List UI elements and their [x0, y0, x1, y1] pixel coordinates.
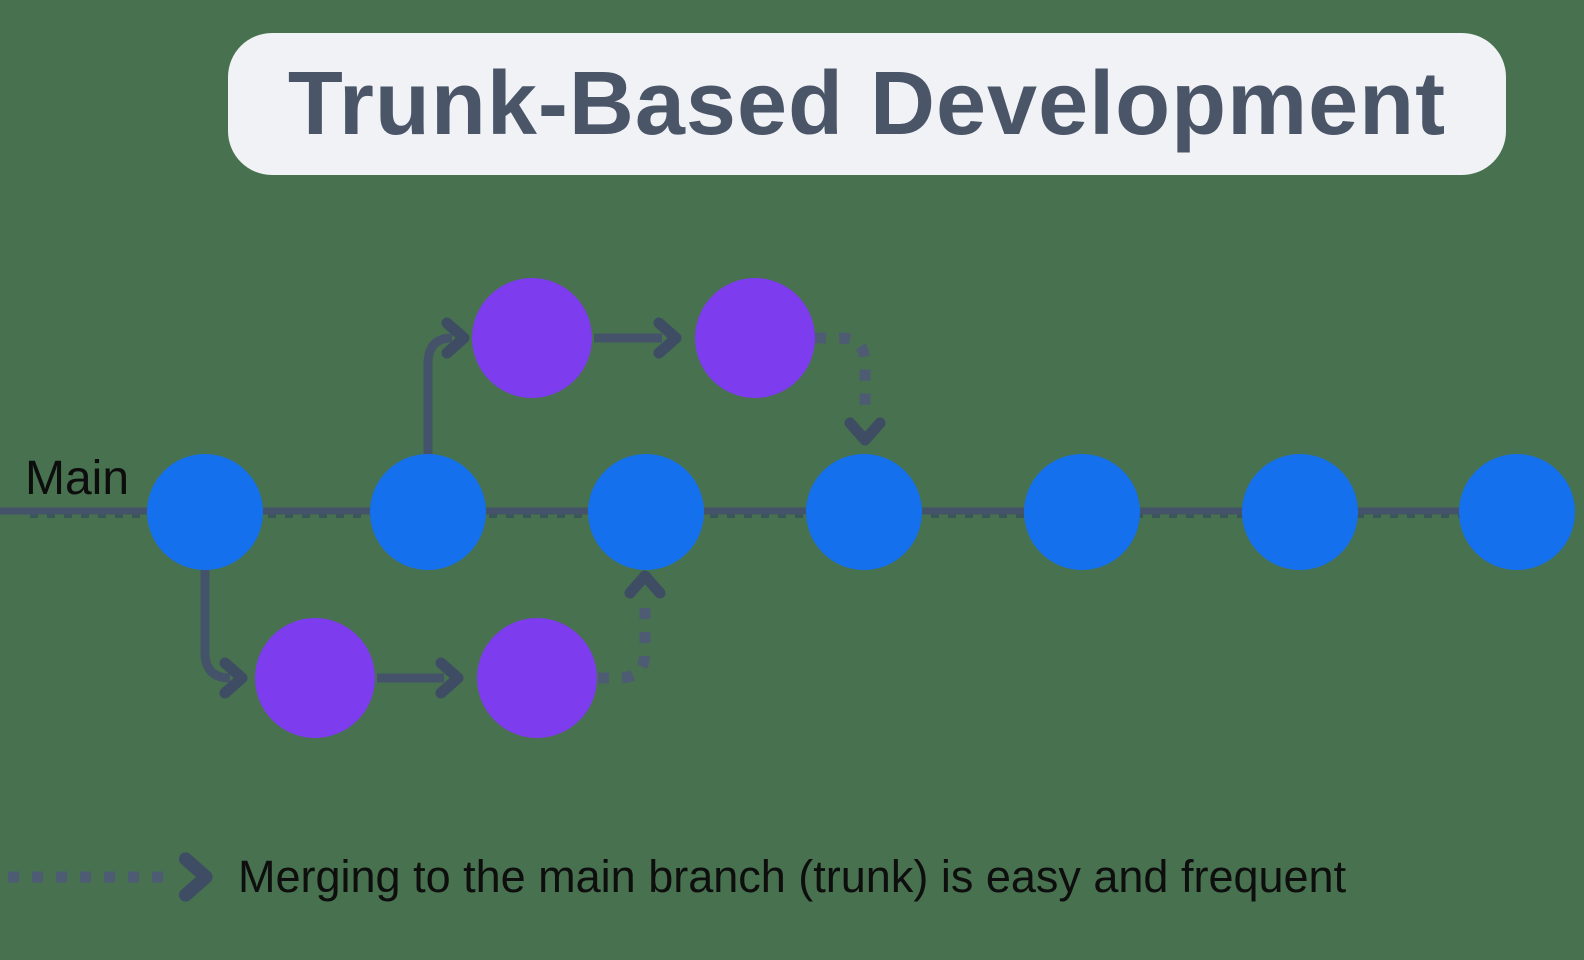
main-branch-label: Main	[25, 452, 130, 505]
commit-nodes-layer	[147, 278, 1575, 738]
merge-arrow-upper-arrowhead-icon	[850, 423, 880, 440]
feature-commit-node-lower	[477, 618, 597, 738]
legend-text: Merging to the main branch (trunk) is ea…	[238, 851, 1347, 902]
legend-arrowhead-icon	[186, 859, 206, 895]
main-commit-node	[806, 454, 922, 570]
merge-arrow-upper-dashed-line	[815, 332, 871, 412]
feature-commit-node-upper	[472, 278, 592, 398]
main-commit-node	[1459, 454, 1575, 570]
main-commit-node	[1242, 454, 1358, 570]
legend-merge-arrow-icon	[8, 859, 206, 895]
merge-arrow-lower-dashed-line	[598, 598, 651, 684]
title-text: Trunk-Based Development	[287, 53, 1447, 154]
feature-commit-node-upper	[695, 278, 815, 398]
branch-out-upper-line	[423, 333, 453, 512]
main-commit-node	[1024, 454, 1140, 570]
main-commit-node	[147, 454, 263, 570]
main-commit-node	[370, 454, 486, 570]
feature-commit-node-lower	[255, 618, 375, 738]
branch-out-lower-line	[200, 512, 231, 683]
main-commit-node	[588, 454, 704, 570]
title-banner: Trunk-Based Development	[228, 33, 1506, 175]
merge-arrow-lower-arrowhead-icon	[630, 576, 660, 593]
